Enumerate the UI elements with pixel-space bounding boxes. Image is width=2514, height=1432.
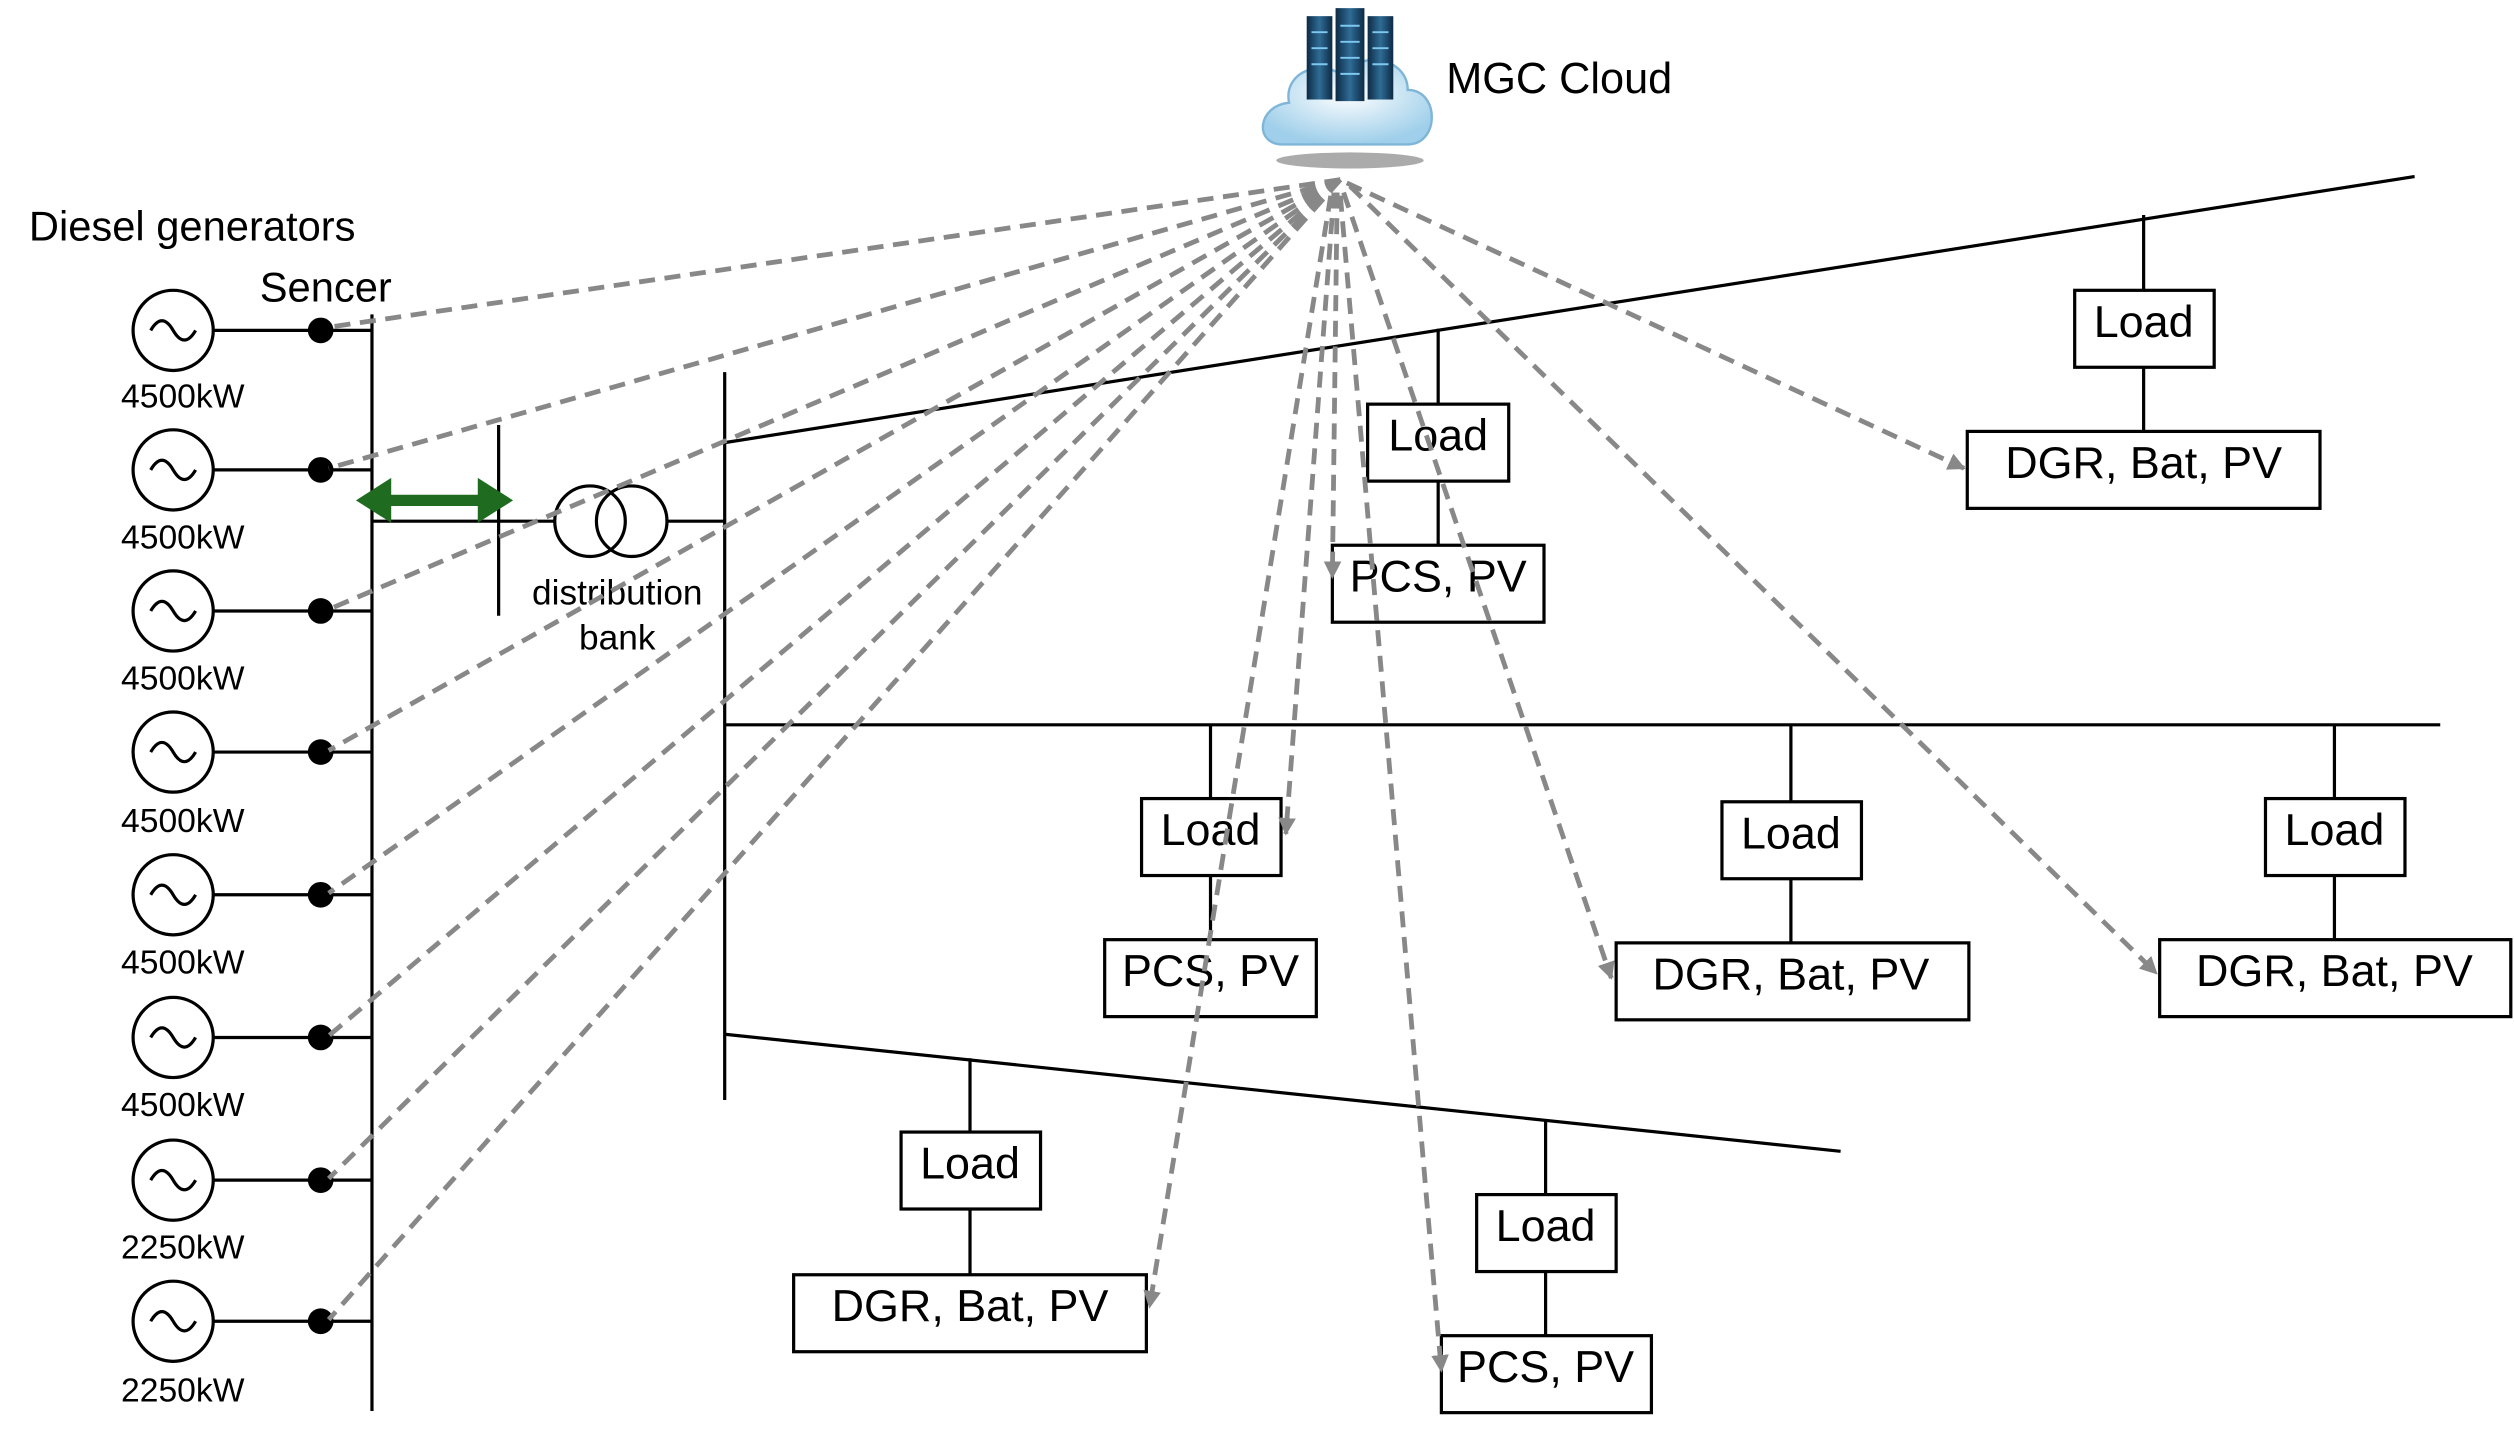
sensor-dot (307, 881, 334, 908)
equipment-label: DGR, Bat, PV (1652, 948, 1929, 999)
sensor-link (326, 178, 1343, 1322)
control-link (1337, 195, 1449, 1373)
sensor-dot (307, 1167, 334, 1193)
equipment-label: DGR, Bat, PV (832, 1280, 1109, 1331)
generator-rating: 4500kW (121, 519, 245, 556)
control-link (1345, 180, 1966, 471)
generator-rating: 4500kW (121, 661, 245, 698)
load-box (899, 1130, 1043, 1211)
generator-rating: 4500kW (121, 944, 245, 981)
load-label: Load (1496, 1200, 1596, 1251)
load-box (1475, 1192, 1618, 1274)
equipment-box (1614, 941, 1971, 1022)
load-unit: Load DGR, Bat, PV (2158, 724, 2513, 1019)
feeder-line-1 (724, 174, 2415, 445)
sensor-dot (307, 1024, 334, 1051)
equipment-box (1439, 1334, 1654, 1415)
generator-unit: 4500kW (121, 995, 372, 1124)
equipment-box (2158, 938, 2513, 1019)
load-unit: Load PCS, PV (1330, 328, 1546, 624)
load-label: Load (1388, 410, 1488, 461)
transformer-icon (553, 484, 669, 559)
sensor-link (327, 177, 1342, 896)
load-box (2073, 288, 2216, 369)
sensor-link (327, 177, 1342, 753)
sensor-label: Sencer (260, 264, 392, 311)
sensor-dot (307, 317, 334, 344)
sensor-link (328, 177, 1341, 330)
sensor-link (328, 177, 1342, 471)
equipment-box (1965, 429, 2322, 510)
equipment-box (1103, 938, 1318, 1019)
equipment-label: PCS, PV (1122, 945, 1299, 996)
control-link (1348, 184, 2159, 976)
load-label: Load (1161, 804, 1261, 855)
generator-rating: 2250kW (121, 1372, 245, 1409)
load-unit: Load DGR, Bat, PV (792, 1058, 1148, 1354)
sensor-link (326, 177, 1343, 1181)
load-unit: Load PCS, PV (1103, 724, 1318, 1019)
equipment-label: DGR, Bat, PV (2005, 437, 2282, 488)
cloud-server-icon (1261, 8, 1433, 169)
sensor-dot (307, 457, 334, 483)
load-unit: Load PCS, PV (1439, 1119, 1654, 1415)
transformer-label-line1: distribution (532, 574, 703, 613)
sensor-link (327, 177, 1342, 612)
feeder-line-3 (724, 1032, 1841, 1153)
load-label: Load (920, 1138, 1020, 1189)
bidirectional-arrow-right-head (477, 477, 514, 523)
load-unit: Load DGR, Bat, PV (1965, 214, 2322, 510)
generators-title: Diesel generators (29, 203, 356, 250)
control-link (1341, 191, 1615, 980)
generator-unit: 2250kW (121, 1138, 372, 1267)
sensor-dot (307, 739, 334, 765)
transformer-label-line2: bank (579, 618, 656, 657)
load-label: Load (2094, 296, 2194, 347)
equipment-label: PCS, PV (1457, 1341, 1634, 1392)
generator-unit: 4500kW (121, 288, 372, 415)
generator-rating: 2250kW (121, 1230, 245, 1267)
generator-unit: 4500kW (121, 710, 372, 840)
sensor-dot (307, 598, 334, 624)
load-box (1139, 796, 1283, 878)
generator-unit: 4500kW (121, 569, 372, 698)
sensor-link (327, 177, 1342, 1038)
cloud-title: MGC Cloud (1446, 55, 1672, 103)
load-label: Load (1741, 807, 1841, 858)
control-link (1143, 195, 1334, 1309)
load-unit: Load DGR, Bat, PV (1614, 724, 1971, 1022)
load-box (1720, 800, 1864, 881)
generator-rating: 4500kW (121, 378, 245, 415)
generator-unit: 4500kW (121, 428, 372, 556)
control-link (1278, 192, 1337, 836)
bidirectional-arrow-left-head (355, 477, 392, 523)
generator-unit: 2250kW (121, 1279, 372, 1409)
load-box (2263, 796, 2407, 878)
load-label: Load (2285, 804, 2385, 855)
equipment-label: DGR, Bat, PV (2196, 945, 2473, 996)
equipment-label: PCS, PV (1350, 551, 1527, 602)
generator-rating: 4500kW (121, 803, 245, 840)
generator-rating: 4500kW (121, 1087, 245, 1124)
generator-unit: 4500kW (121, 853, 372, 981)
equipment-box (792, 1273, 1148, 1354)
communication-links (326, 177, 2159, 1373)
equipment-box (1330, 543, 1546, 624)
control-link (1323, 192, 1342, 580)
sensor-dot (307, 1308, 334, 1335)
